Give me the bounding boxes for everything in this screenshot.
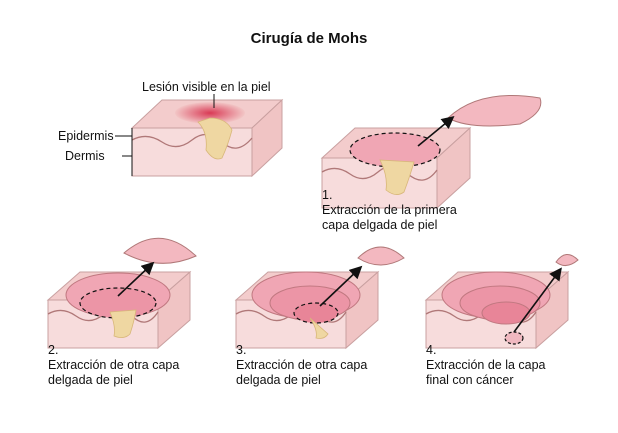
step-3-line2: delgada de piel (236, 373, 321, 387)
label-dermis: Dermis (65, 149, 105, 163)
excision-outline-3 (293, 302, 339, 324)
step-2-line2: delgada de piel (48, 373, 133, 387)
step-4-number: 4. (426, 343, 437, 357)
visible-lesion (175, 102, 245, 124)
skin-block-step-3 (234, 246, 405, 350)
removed-layer-2 (123, 237, 197, 264)
label-epidermis: Epidermis (58, 129, 114, 143)
step-4-caption: Extracción de la capa final con cáncer (426, 358, 546, 388)
skin-block-step-1 (320, 95, 542, 210)
step-2-line1: Extracción de otra capa (48, 358, 180, 372)
step-4-line1: Extracción de la capa (426, 358, 546, 372)
excision-outline-4 (504, 331, 524, 345)
label-lesion: Lesión visible en la piel (142, 80, 271, 94)
skin-block-step-2 (46, 237, 197, 350)
diagram-title: Cirugía de Mohs (250, 30, 368, 47)
step-1-caption: 1. Extracción de la primera capa delgada… (322, 188, 457, 233)
removed-layer-4 (555, 254, 579, 266)
skin-block-initial (115, 94, 284, 178)
tumor-cells (197, 117, 233, 160)
removed-layer-1 (447, 95, 542, 127)
step-1-number: 1. (322, 188, 333, 202)
step-3-line1: Extracción de otra capa (236, 358, 368, 372)
step-2-caption: Extracción de otra capa delgada de piel (48, 358, 179, 388)
step-4-line2: final con cáncer (426, 373, 514, 387)
step-2-number: 2. (48, 343, 59, 357)
step-1-line1: Extracción de la primera (322, 203, 457, 217)
step-3-caption: Extracción de otra capa delgada de piel (236, 358, 367, 388)
skin-block-step-4 (424, 254, 579, 350)
removed-layer-3 (357, 246, 405, 266)
step-3-number: 3. (236, 343, 247, 357)
step-1-line2: capa delgada de piel (322, 218, 438, 232)
